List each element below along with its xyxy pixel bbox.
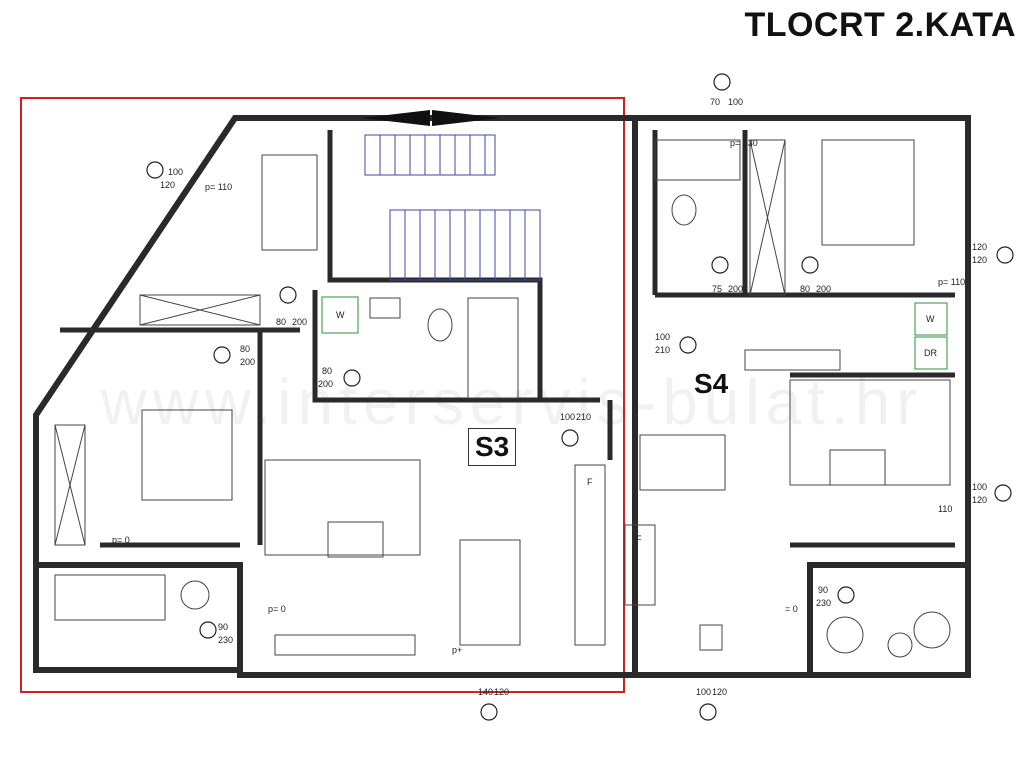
dim-o1: 100	[696, 687, 711, 697]
dim-a1: 100	[168, 167, 183, 177]
sink	[369, 297, 401, 319]
p-e: p= 0	[268, 604, 286, 614]
dim-n1: 140	[478, 687, 493, 697]
sofa	[264, 459, 421, 556]
dim-g1: 80	[240, 344, 250, 354]
marker-f	[279, 286, 297, 304]
furniture-s4	[624, 139, 951, 651]
bed-top	[261, 154, 318, 251]
sideboard-s4	[744, 349, 841, 371]
top-window	[362, 110, 500, 126]
marker-k	[994, 484, 1012, 502]
plan-title: TLOCRT 2.KATA	[744, 6, 1016, 44]
p-f: = 0	[785, 604, 798, 614]
marker-a	[146, 161, 164, 179]
p-b: p= 130	[730, 138, 758, 148]
dim-d2: 200	[728, 284, 743, 294]
dim-a2: 120	[160, 180, 175, 190]
dim-f1: 80	[276, 317, 286, 327]
table-round	[913, 611, 951, 649]
dim-b1: 70	[710, 97, 720, 107]
bathtub	[467, 297, 519, 399]
w-box-s4	[914, 302, 948, 336]
dim-n2: 120	[494, 687, 509, 697]
p-g: p+	[452, 645, 462, 655]
p-a: p= 110	[205, 182, 232, 192]
dim-i1: 100	[655, 332, 670, 342]
bathtub-s4	[654, 139, 741, 181]
bed-s4	[821, 139, 915, 246]
unit-label-s4: S4	[694, 368, 729, 399]
f-label-s3: F	[587, 477, 593, 487]
dim-l2: 230	[218, 635, 233, 645]
wardrobe-a	[139, 294, 261, 326]
sink-s4	[699, 624, 723, 651]
marker-d	[711, 256, 729, 274]
dim-k2: 120	[972, 495, 987, 505]
bed-main	[141, 409, 233, 501]
dim-j1: 100	[560, 412, 575, 422]
dimension-markers: 100 120 p= 110 70 100 p= 130 120 120 p= …	[112, 73, 1014, 721]
dim-c1: 120	[972, 242, 987, 252]
dim-k1: 100	[972, 482, 987, 492]
dim-g2: 200	[240, 357, 255, 367]
kitchen-counter	[574, 464, 606, 646]
marker-b	[713, 73, 731, 91]
w-label-s3: W	[336, 310, 345, 320]
dim-e2: 200	[816, 284, 831, 294]
dim-h2: 200	[318, 379, 333, 389]
marker-j	[561, 429, 579, 447]
plant-decorations	[180, 580, 913, 658]
s3-highlight-frame	[20, 97, 625, 693]
staircase	[364, 134, 541, 281]
sofa-s4	[789, 379, 951, 486]
dr-label: DR	[924, 348, 937, 358]
dim-b2: 100	[728, 97, 743, 107]
balcony-sofa	[54, 574, 166, 621]
p-d: p= 0	[112, 535, 130, 545]
wardrobe-s4	[749, 139, 786, 296]
dim-j2: 210	[576, 412, 591, 422]
appliance-boxes	[321, 296, 948, 370]
dim-d1: 75	[712, 284, 722, 294]
dim-m1: 90	[818, 585, 828, 595]
dining-table	[459, 539, 521, 646]
p-c: p= 110	[938, 277, 965, 287]
dim-f2: 200	[292, 317, 307, 327]
outer-walls	[33, 115, 971, 678]
unit-label-s3: S3	[468, 428, 517, 466]
kitchen-s4	[624, 524, 656, 606]
dim-m2: 230	[816, 598, 831, 608]
marker-l	[199, 621, 217, 639]
marker-m	[837, 586, 855, 604]
marker-h	[343, 369, 361, 387]
marker-c	[996, 246, 1014, 264]
dim-e1: 80	[800, 284, 810, 294]
dim-k3: 110	[938, 504, 952, 514]
dim-i2: 210	[655, 345, 670, 355]
marker-i	[679, 336, 697, 354]
toilet	[427, 308, 453, 342]
marker-g	[213, 346, 231, 364]
f-label-s4: F	[636, 534, 642, 544]
coffee-table-s4	[829, 449, 886, 486]
wardrobe-b	[54, 424, 86, 546]
dr-box	[914, 336, 948, 370]
tv-unit	[274, 634, 416, 656]
dim-l1: 90	[218, 622, 228, 632]
marker-e	[801, 256, 819, 274]
w-label-s4: W	[926, 314, 935, 324]
marker-n	[480, 703, 498, 721]
furniture-s3	[54, 154, 606, 656]
toilet-s4	[671, 194, 697, 226]
dim-o2: 120	[712, 687, 727, 697]
marker-o	[699, 703, 717, 721]
w-box-s3	[321, 296, 359, 334]
dining-table-s4	[639, 434, 726, 491]
coffee-table	[327, 521, 384, 558]
dim-c2: 120	[972, 255, 987, 265]
dim-h1: 80	[322, 366, 332, 376]
interior-walls	[60, 130, 955, 548]
